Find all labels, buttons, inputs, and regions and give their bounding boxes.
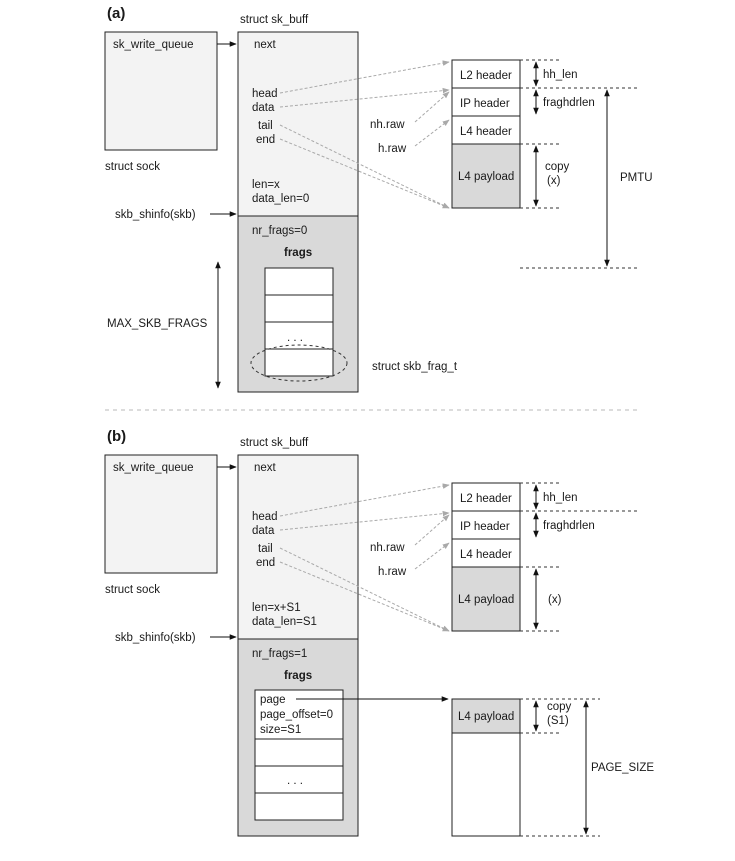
field-len: len=x	[252, 179, 280, 191]
nh-raw-label: nh.raw	[370, 542, 405, 554]
frag-slot	[254, 738, 344, 767]
l4-header-box	[451, 115, 521, 145]
frag-slot	[264, 348, 334, 377]
page-payload-box	[451, 698, 521, 734]
panel-b: (b) sk_write_queue struct sock struct sk…	[104, 428, 654, 837]
frag-slot	[264, 294, 334, 323]
field-data: data	[252, 102, 275, 114]
l4-payload-box	[451, 143, 521, 209]
frags-ellipsis: . . .	[287, 775, 303, 787]
sk-buff-box	[237, 454, 359, 640]
copy-x-label: (x)	[547, 175, 561, 187]
copy-label: copy	[545, 161, 570, 173]
h-raw-label: h.raw	[378, 566, 407, 578]
data-pointer	[279, 87, 450, 108]
field-head: head	[252, 511, 278, 523]
ip-header-box	[451, 510, 521, 540]
nh-raw-label: nh.raw	[370, 119, 405, 131]
copy-label: copy	[547, 701, 572, 713]
head-pointer	[279, 60, 450, 94]
nh-raw-pointer	[414, 514, 450, 546]
pmtu-label: PMTU	[620, 172, 653, 184]
field-nr-frags: nr_frags=0	[252, 225, 307, 237]
frag-slot	[254, 765, 344, 794]
frag-page-field: page	[260, 694, 286, 706]
l2-header-label: L2 header	[460, 70, 512, 82]
max-skb-frags-label: MAX_SKB_FRAGS	[107, 318, 208, 330]
frag-page-offset-field: page_offset=0	[260, 709, 333, 721]
struct-sock-label: struct sock	[105, 584, 160, 596]
h-raw-pointer	[414, 542, 450, 570]
field-len: len=x+S1	[252, 602, 301, 614]
hh-len-label: hh_len	[543, 69, 578, 81]
l2-header-box	[451, 59, 521, 89]
frag-entry	[254, 689, 344, 740]
field-next: next	[254, 39, 277, 51]
field-data: data	[252, 525, 275, 537]
x-label: (x)	[548, 594, 562, 606]
sk-buff-title: struct sk_buff	[240, 437, 309, 449]
l2-header-label: L2 header	[460, 493, 512, 505]
frag-slot	[254, 792, 344, 821]
h-raw-pointer	[414, 119, 450, 147]
head-pointer	[279, 483, 450, 517]
l4-header-label: L4 header	[460, 549, 512, 561]
panel-a-label: (a)	[107, 5, 125, 22]
field-data-len: data_len=0	[252, 193, 309, 205]
copy-s1-label: (S1)	[547, 715, 569, 727]
panel-b-label: (b)	[107, 428, 126, 445]
tail-pointer	[279, 547, 450, 632]
l4-payload-box	[451, 566, 521, 632]
sk-write-queue-label: sk_write_queue	[113, 462, 194, 474]
l2-header-box	[451, 482, 521, 512]
field-tail: tail	[258, 543, 273, 555]
page-size-label: PAGE_SIZE	[591, 762, 654, 774]
field-frags: frags	[284, 247, 312, 259]
field-end: end	[256, 557, 275, 569]
field-head: head	[252, 88, 278, 100]
panel-a: (a) sk_write_queue struct sock struct sk…	[104, 5, 653, 393]
skb-shinfo-label: skb_shinfo(skb)	[115, 209, 196, 221]
sk-write-queue-label: sk_write_queue	[113, 39, 194, 51]
h-raw-label: h.raw	[378, 143, 407, 155]
nh-raw-pointer	[414, 91, 450, 123]
struct-sock-box	[104, 31, 218, 151]
fraghdrlen-label: fraghdrlen	[543, 97, 595, 109]
tail-pointer	[279, 124, 450, 209]
end-pointer	[279, 561, 450, 632]
end-pointer	[279, 138, 450, 209]
field-frags: frags	[284, 670, 312, 682]
frag-size-field: size=S1	[260, 724, 301, 736]
sk-buff-title: struct sk_buff	[240, 14, 309, 26]
frags-ellipsis: . . .	[287, 332, 303, 344]
l4-payload-label: L4 payload	[458, 594, 514, 606]
page-payload-label: L4 payload	[458, 711, 514, 723]
hh-len-label: hh_len	[543, 492, 578, 504]
field-tail: tail	[258, 120, 273, 132]
l4-header-box	[451, 538, 521, 568]
l4-payload-label: L4 payload	[458, 171, 514, 183]
field-end: end	[256, 134, 275, 146]
data-pointer	[279, 510, 450, 531]
page-box	[451, 732, 521, 837]
ip-header-label: IP header	[460, 98, 510, 110]
struct-sock-label: struct sock	[105, 161, 160, 173]
struct-sock-box	[104, 454, 218, 574]
skb-shinfo-label: skb_shinfo(skb)	[115, 632, 196, 644]
frag-slot	[264, 267, 334, 296]
l4-header-label: L4 header	[460, 126, 512, 138]
sk-buff-box	[237, 31, 359, 217]
ip-header-label: IP header	[460, 521, 510, 533]
field-data-len: data_len=S1	[252, 616, 317, 628]
field-next: next	[254, 462, 277, 474]
skb-frag-highlight	[250, 344, 348, 382]
skb-frag-t-label: struct skb_frag_t	[372, 361, 458, 373]
field-nr-frags: nr_frags=1	[252, 648, 307, 660]
fraghdrlen-label: fraghdrlen	[543, 520, 595, 532]
